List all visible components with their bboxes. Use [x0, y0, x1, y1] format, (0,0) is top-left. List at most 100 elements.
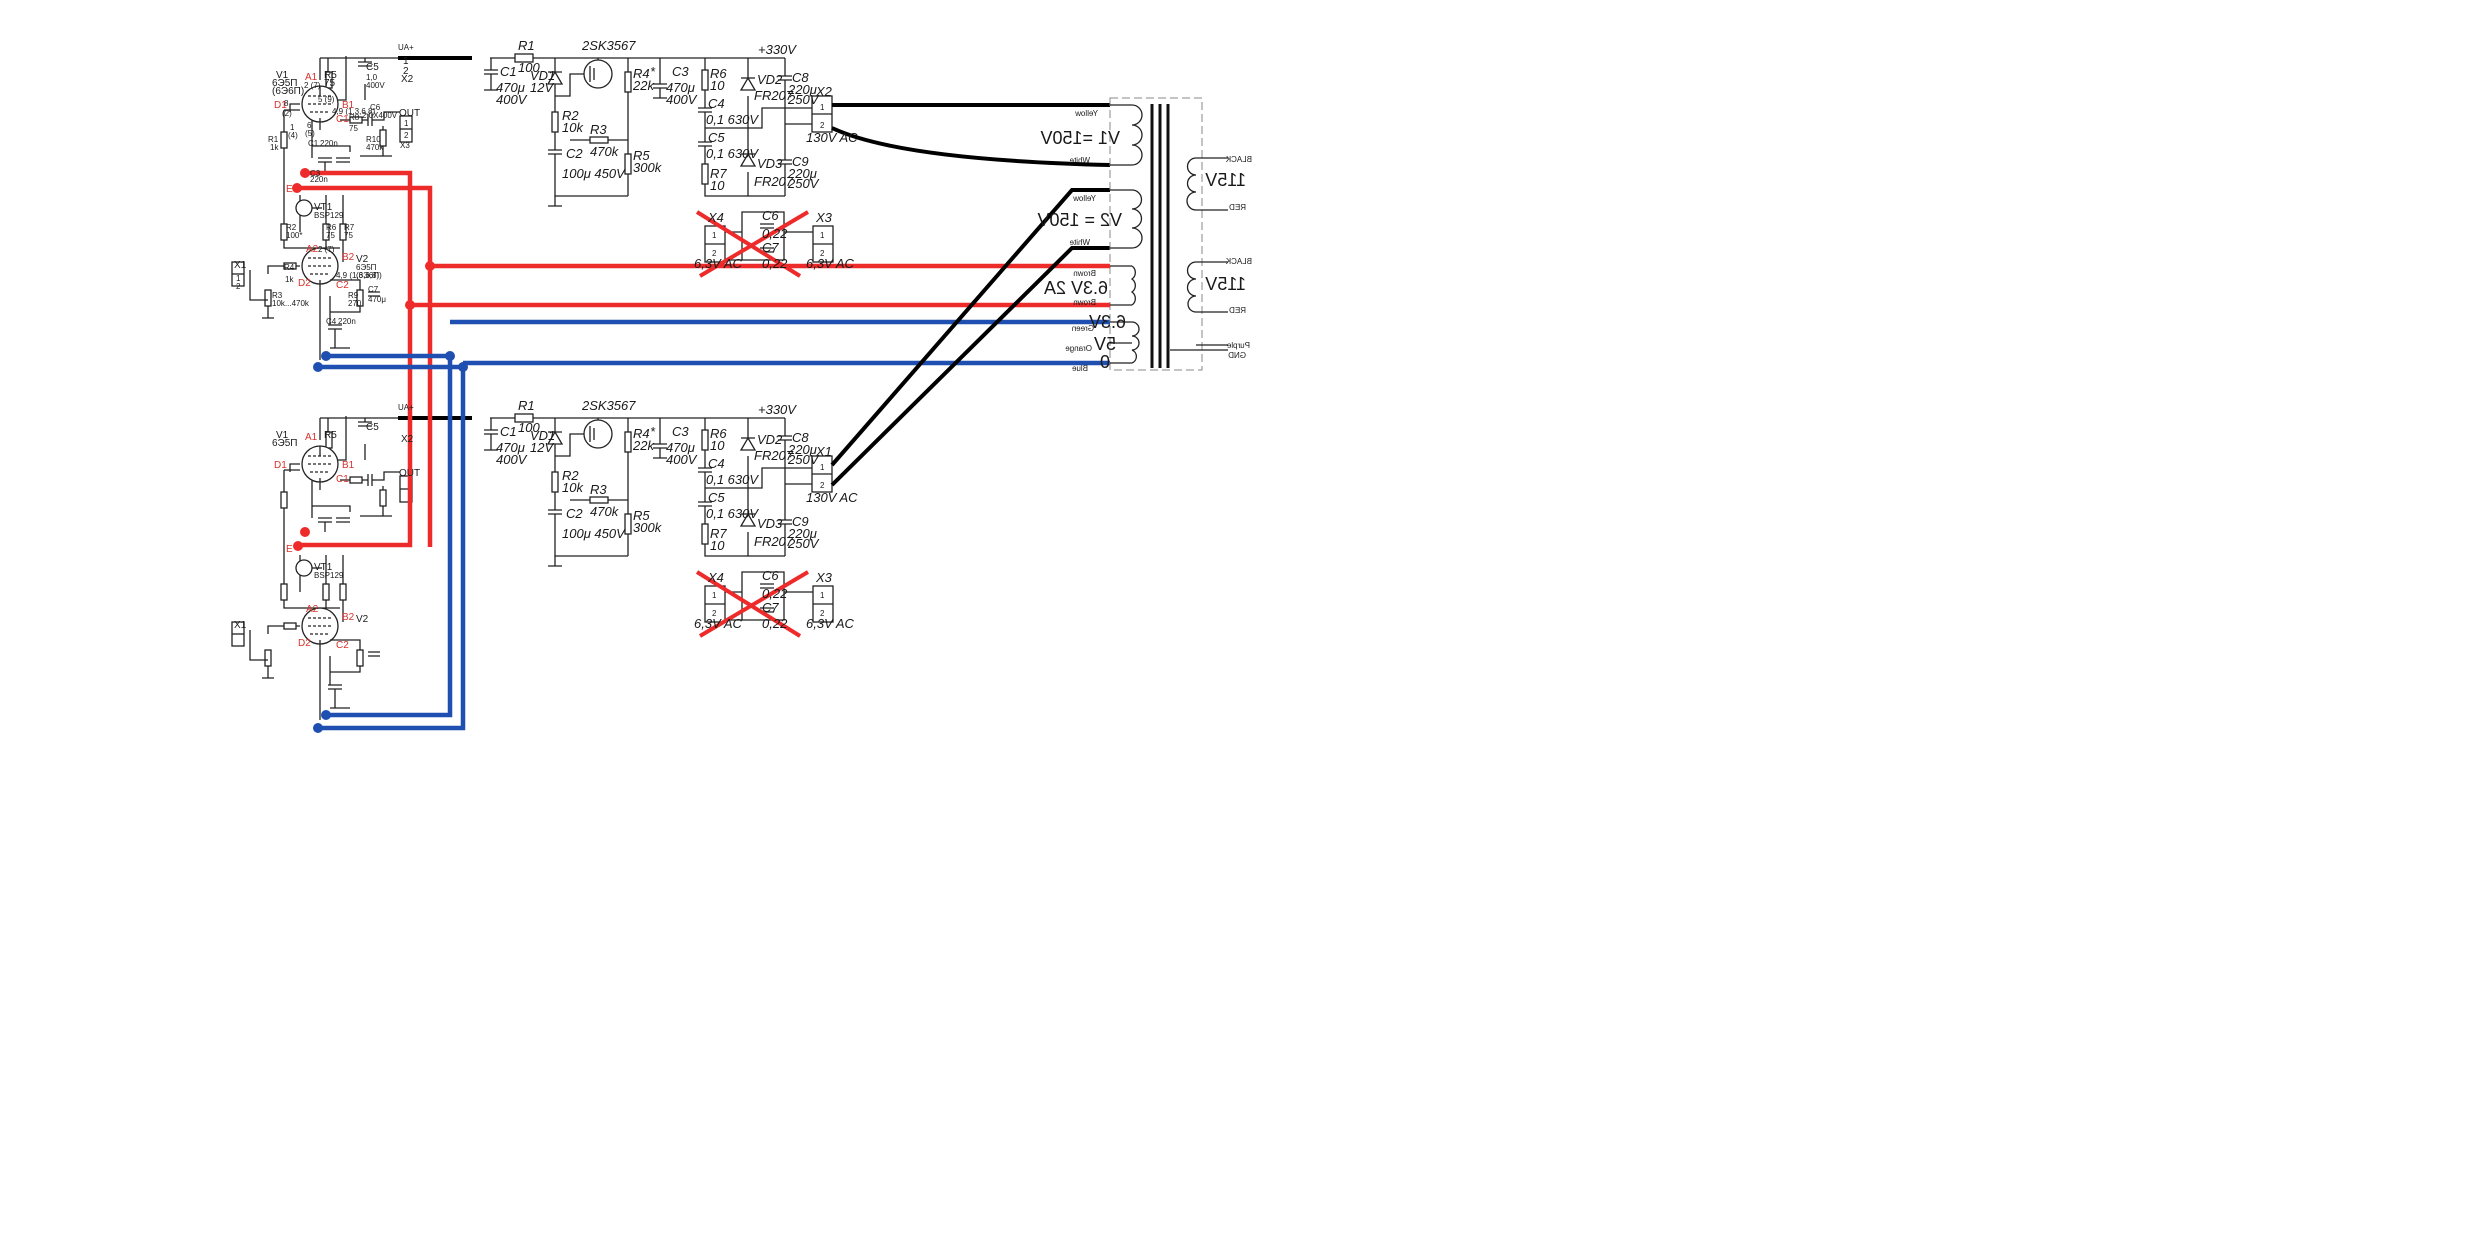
- psu-r7-value: 10: [710, 178, 725, 193]
- wire-brown-1: Brown: [1073, 269, 1096, 278]
- c5-value: 1,0: [366, 73, 378, 82]
- labels-amp-bottom: V1 6Э5П A1 R5 C5 UA+ X2 D1 B1 C1 OUT E V…: [234, 403, 420, 651]
- r10-name: R10: [366, 135, 381, 144]
- tube-v2-pin-a: 2 (7): [318, 245, 335, 254]
- psu-c3-star: *: [650, 424, 656, 439]
- ua-label: UA+: [398, 43, 414, 52]
- c5-volt: 400V: [366, 81, 385, 90]
- psu-c2-value: 100μ 450V: [562, 166, 626, 181]
- psu-mosfet: 2SK3567: [581, 38, 636, 53]
- c6-name: C6: [370, 103, 381, 112]
- grid-pin: 8: [284, 99, 289, 108]
- pin-5: (5): [305, 129, 315, 138]
- psu-c8-value: 220μ: [787, 442, 817, 457]
- tube-v2-b: B2: [342, 612, 355, 623]
- junction-dot: [425, 261, 435, 271]
- ua-label: UA+: [398, 403, 414, 412]
- c4-value: 220n: [338, 317, 356, 326]
- wire-white-2: White: [1069, 238, 1090, 247]
- psu-c5-name: C5: [708, 490, 725, 505]
- x1-pin1: 1: [236, 274, 241, 283]
- sec-63: 6.3V 2A: [1044, 278, 1108, 298]
- tube-v2-drain: D2: [298, 638, 311, 649]
- psu-x4-label: 6,3V AC: [694, 616, 743, 631]
- r1-name: R1: [268, 135, 279, 144]
- psu-r7-name: R7: [710, 526, 727, 541]
- tube-v2-b: B2: [342, 252, 355, 263]
- psu-r3-name: R3: [590, 482, 607, 497]
- psu-r1-name: R1: [518, 38, 535, 53]
- psu-vd3-value: FR207: [754, 174, 794, 189]
- wire-white-1: White: [1069, 156, 1090, 165]
- psu-c3-value: 470μ: [666, 440, 695, 455]
- labels-psu-top: R1 100 C1 470μ 400V 2SK3567 VD1 12V R2 1…: [496, 38, 858, 271]
- psu-x3-pin1: 1: [820, 231, 825, 240]
- c4-name: C4: [326, 317, 337, 326]
- tube-v1-anode: A1: [305, 432, 318, 443]
- psu-x3-pin1: 1: [820, 591, 825, 600]
- psu-c3-volt: 400V: [666, 452, 698, 467]
- tube-v1-name: V1: [276, 430, 289, 441]
- pri-v2: 115V: [1205, 274, 1246, 294]
- pin-6: 6: [307, 121, 312, 130]
- psu-c1-value: 470μ: [496, 80, 525, 95]
- sec-6v: 6.3V: [1089, 312, 1126, 332]
- transformer: [1109, 97, 1228, 371]
- c1-name: C1: [308, 139, 319, 148]
- psu-r7-name: R7: [710, 166, 727, 181]
- heater-pins: 4,9 (1,3,6,8): [332, 107, 375, 116]
- psu-vd1-value: 12V: [530, 80, 554, 95]
- psu-c1-volt: 400V: [496, 92, 528, 107]
- wire-orange: Orange: [1065, 344, 1092, 353]
- psu-x4-label: 6,3V AC: [694, 256, 743, 271]
- psu-c9-value: 220μ: [787, 526, 817, 541]
- sec-v2: V2 = 150V: [1037, 210, 1122, 230]
- tube-v1-drain: D1: [274, 100, 287, 111]
- psu-c7-value: 0,22: [762, 256, 788, 271]
- psu-r5-value: 300k: [633, 160, 663, 175]
- psu-c3-name: C3: [672, 424, 689, 439]
- r6-name: R6: [326, 223, 337, 232]
- psu-c5-name: C5: [708, 130, 725, 145]
- x1-pin2: 2: [236, 282, 241, 291]
- pins-b: 5 (9): [318, 95, 335, 104]
- wire-yellow-1: Yellow: [1075, 109, 1098, 118]
- psu-c7-name: C7: [762, 600, 779, 615]
- x2-name: X2: [401, 74, 414, 85]
- psu-c5-value: 0,1 630V: [706, 506, 759, 521]
- pin-2: (2): [282, 109, 292, 118]
- tube-v1-cathode: C1: [336, 114, 349, 125]
- x1-name: X1: [234, 260, 247, 271]
- psu-x2-pin2: 2: [820, 121, 825, 130]
- sec-5v: 5V: [1094, 334, 1116, 354]
- e-label: E: [286, 184, 293, 195]
- tube-v1-name: V1: [276, 70, 289, 81]
- psu-r4-name: R4: [633, 426, 650, 441]
- tube-v2-type: 6Э5П: [356, 263, 377, 272]
- r3-value: 10k...470k: [272, 299, 310, 308]
- out-label: OUT: [399, 108, 420, 119]
- psu-c9-name: C9: [792, 154, 809, 169]
- psu-x4-name: X4: [707, 210, 724, 225]
- wire-yellow-2: Yellow: [1073, 194, 1096, 203]
- psu-r3-value: 470k: [590, 504, 620, 519]
- junction-dot: [300, 527, 310, 537]
- psu-c8-value: 220μ: [787, 82, 817, 97]
- psu-vd3-value: FR207: [754, 534, 794, 549]
- r3-name: R3: [272, 291, 283, 300]
- r4-name: R4: [284, 263, 295, 272]
- tube-v1-cathode: C1: [336, 474, 349, 485]
- psu-x2-label: 130V AC: [806, 130, 858, 145]
- pri-gnd: GND: [1228, 351, 1246, 360]
- tube-v1-b: B1: [342, 100, 355, 111]
- junction-dot: [313, 362, 323, 372]
- psu-x3-label: 6,3V AC: [806, 256, 855, 271]
- psu-x3-name: X3: [815, 210, 833, 225]
- psu-r2-value: 10k: [562, 480, 584, 495]
- sec-v1: V1 =150V: [1040, 128, 1120, 148]
- c3-name: C3: [310, 169, 321, 178]
- psu-r3-name: R3: [590, 122, 607, 137]
- tube-v2-alt: (6Э6П): [356, 271, 382, 280]
- r9-value: 270: [348, 299, 362, 308]
- tube-v1-anode: A1: [305, 72, 318, 83]
